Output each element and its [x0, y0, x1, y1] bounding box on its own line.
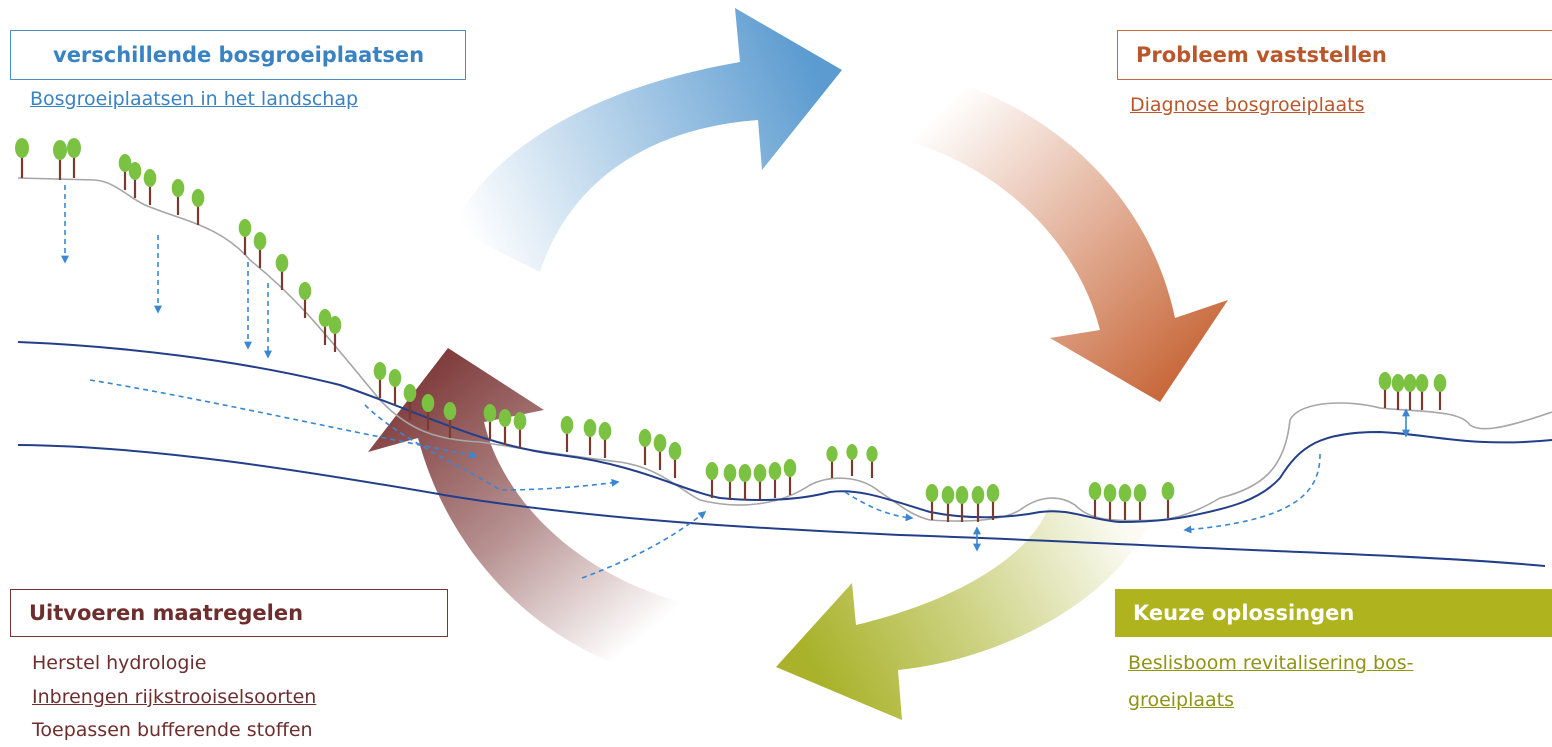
cycle-arrow-olive-icon [776, 508, 1146, 720]
terrain-line [17, 177, 1552, 522]
tree-icon [1088, 482, 1102, 518]
tree-icon [971, 486, 985, 522]
tree-icon [826, 446, 838, 478]
tree-icon [638, 429, 652, 465]
surface-flow-arrow [844, 491, 914, 522]
stage-title-text: verschillende bosgroeiplaatsen [53, 43, 425, 67]
tree-icon [583, 419, 597, 455]
measure-buffering: Toepassen bufferende stoffen [32, 719, 313, 741]
tree-icon [1103, 484, 1117, 520]
cycle-arrow-blue-icon [452, 8, 842, 272]
stage-title-text: Uitvoeren maatregelen [29, 601, 304, 625]
seepage-arrow [364, 404, 620, 491]
link-decision-tree-line2[interactable]: groeiplaats [1128, 689, 1235, 711]
tree-icon [253, 232, 267, 268]
tree-icon [668, 442, 682, 478]
tree-icon [118, 154, 132, 190]
tree-icon [1378, 372, 1392, 408]
landscape-cross-section [17, 177, 1552, 567]
tree-icon [783, 459, 797, 495]
tree-icon [275, 254, 289, 290]
groundwater-line-upper [17, 341, 1552, 524]
tree-icon [598, 422, 612, 458]
tree-icon [941, 486, 955, 522]
tree-icon [328, 316, 342, 352]
tree-icon [128, 162, 142, 198]
tree-icon [723, 464, 737, 500]
link-decision-tree-line1[interactable]: Beslisboom revitalisering bos- [1128, 652, 1414, 674]
tree-icon [388, 369, 402, 405]
tree-icon [1403, 374, 1417, 410]
tree-icon [53, 140, 67, 180]
tree-icon [925, 484, 939, 520]
tree-icon [1118, 484, 1132, 520]
trees-group [15, 138, 1447, 522]
tree-icon [483, 404, 497, 440]
tree-icon [238, 219, 252, 255]
tree-icon [1133, 484, 1147, 520]
stage-title-solutions: Keuze oplossingen [1115, 589, 1552, 637]
stage-title-text: Keuze oplossingen [1133, 601, 1355, 625]
tree-icon [653, 434, 667, 470]
tree-icon [498, 409, 512, 445]
measure-hydrology: Herstel hydrologie [32, 652, 207, 674]
tree-icon [191, 189, 205, 225]
tree-icon [513, 412, 527, 448]
tree-icon [753, 464, 767, 500]
tree-icon [373, 362, 387, 398]
stage-title-growth-sites: verschillende bosgroeiplaatsen [10, 30, 466, 80]
tree-icon [318, 309, 332, 345]
upwelling-arrow [581, 511, 707, 579]
link-growth-sites-landscape[interactable]: Bosgroeiplaatsen in het landschap [30, 88, 359, 110]
link-diagnosis[interactable]: Diagnose bosgroeiplaats [1130, 94, 1365, 116]
tree-icon [986, 484, 1000, 520]
tree-icon [1415, 374, 1429, 410]
tree-icon [560, 416, 574, 452]
stage-title-text: Probleem vaststellen [1136, 43, 1387, 67]
stage-title-problem: Probleem vaststellen [1117, 30, 1552, 80]
tree-icon [403, 384, 417, 420]
tree-icon [1161, 482, 1175, 518]
stage-title-measures: Uitvoeren maatregelen [10, 589, 448, 637]
tree-icon [143, 169, 157, 205]
cycle-arrow-maroon-icon [368, 348, 688, 680]
tree-icon [768, 462, 782, 498]
tree-icon [955, 486, 969, 522]
tree-icon [171, 179, 185, 215]
groundwater-line-lower [17, 444, 1546, 567]
tree-icon [298, 282, 312, 318]
tree-icon [738, 464, 752, 500]
tree-icon [705, 462, 719, 498]
tree-icon [67, 138, 81, 178]
cycle-arrow-orange-icon [904, 75, 1228, 402]
tree-icon [1391, 374, 1405, 410]
link-litter-species[interactable]: Inbrengen rijkstrooiselsoorten [32, 686, 317, 708]
lateral-inflow-arrow [1183, 453, 1321, 534]
tree-icon [846, 444, 858, 476]
tree-icon [866, 446, 878, 478]
tree-icon [443, 402, 457, 438]
tree-icon [1433, 374, 1447, 410]
tree-icon [15, 138, 29, 178]
water-flow-arrows [61, 185, 1410, 579]
tree-icon [421, 394, 435, 430]
